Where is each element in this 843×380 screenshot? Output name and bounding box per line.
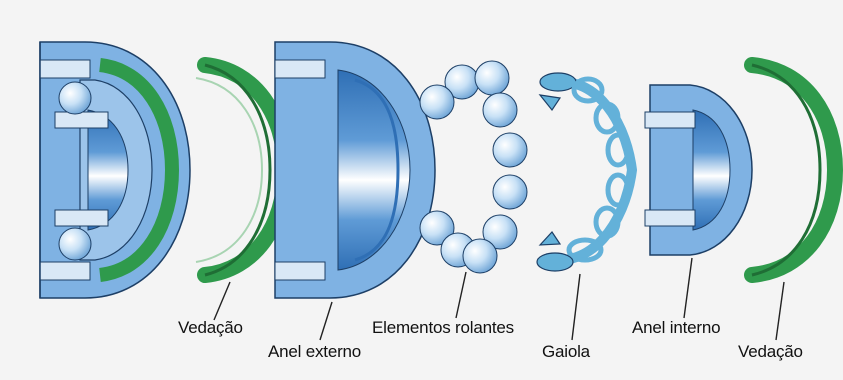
label-seal-right: Vedação bbox=[738, 342, 803, 362]
seal-left bbox=[196, 65, 285, 275]
label-seal-left: Vedação bbox=[178, 318, 243, 338]
inner-ring bbox=[645, 85, 752, 255]
leader-cage bbox=[572, 274, 580, 340]
leader-seal-left bbox=[214, 282, 230, 320]
cage bbox=[537, 73, 632, 271]
label-rolling-elements: Elementos rolantes bbox=[372, 318, 514, 338]
label-cage: Gaiola bbox=[542, 342, 590, 362]
outer-ring bbox=[275, 42, 435, 298]
leader-rolling-elements bbox=[456, 272, 466, 318]
leader-seal-right bbox=[776, 282, 784, 340]
label-outer-ring: Anel externo bbox=[268, 342, 361, 362]
leader-inner-ring bbox=[684, 258, 692, 318]
assembled-bearing bbox=[40, 42, 190, 298]
seal-right bbox=[752, 65, 835, 275]
label-inner-ring: Anel interno bbox=[632, 318, 720, 338]
leader-outer-ring bbox=[320, 302, 332, 340]
rolling-elements bbox=[420, 61, 527, 273]
